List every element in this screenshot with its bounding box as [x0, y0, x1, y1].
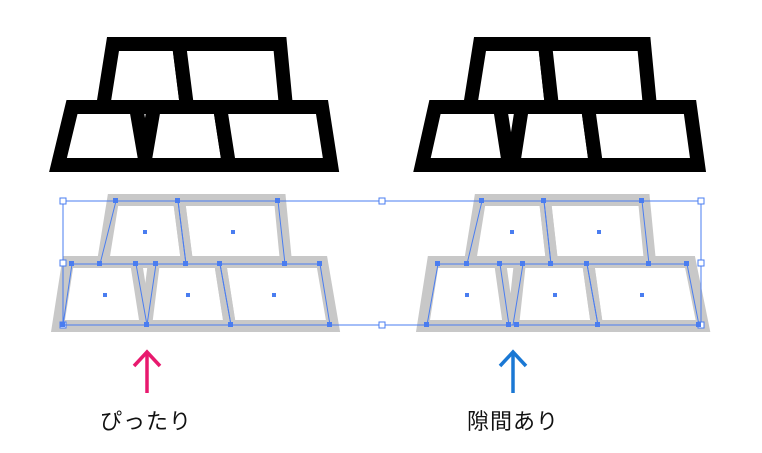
anchor-points-gap[interactable]: [424, 198, 701, 327]
caption-flush: ぴったり: [100, 410, 193, 435]
arrow-up-icon-pink: [132, 349, 162, 393]
anchor-points-flush[interactable]: [60, 198, 332, 327]
brick-bottom-right: [579, 100, 707, 172]
handle-top-left[interactable]: [59, 197, 67, 205]
handle-top-right[interactable]: [697, 197, 705, 205]
brick-pyramid-gap-preview: [413, 37, 707, 172]
brick-top-right: [537, 37, 658, 114]
center-points-gap: [465, 230, 644, 297]
caption-gap: 隙間あり: [467, 410, 560, 435]
handle-top-middle[interactable]: [378, 197, 386, 205]
brick-bottom-right: [211, 100, 340, 172]
handle-middle-left[interactable]: [59, 259, 67, 267]
brick-bottom-left: [413, 100, 518, 172]
arrow-up-icon-blue: [498, 349, 528, 393]
handle-middle-right[interactable]: [697, 259, 705, 267]
brick-top-right: [171, 37, 294, 114]
center-points-flush: [103, 230, 276, 297]
brick-pyramid-flush-preview: [49, 37, 340, 172]
brick-bottom-left: [49, 100, 155, 172]
handle-bottom-middle[interactable]: [378, 321, 386, 329]
